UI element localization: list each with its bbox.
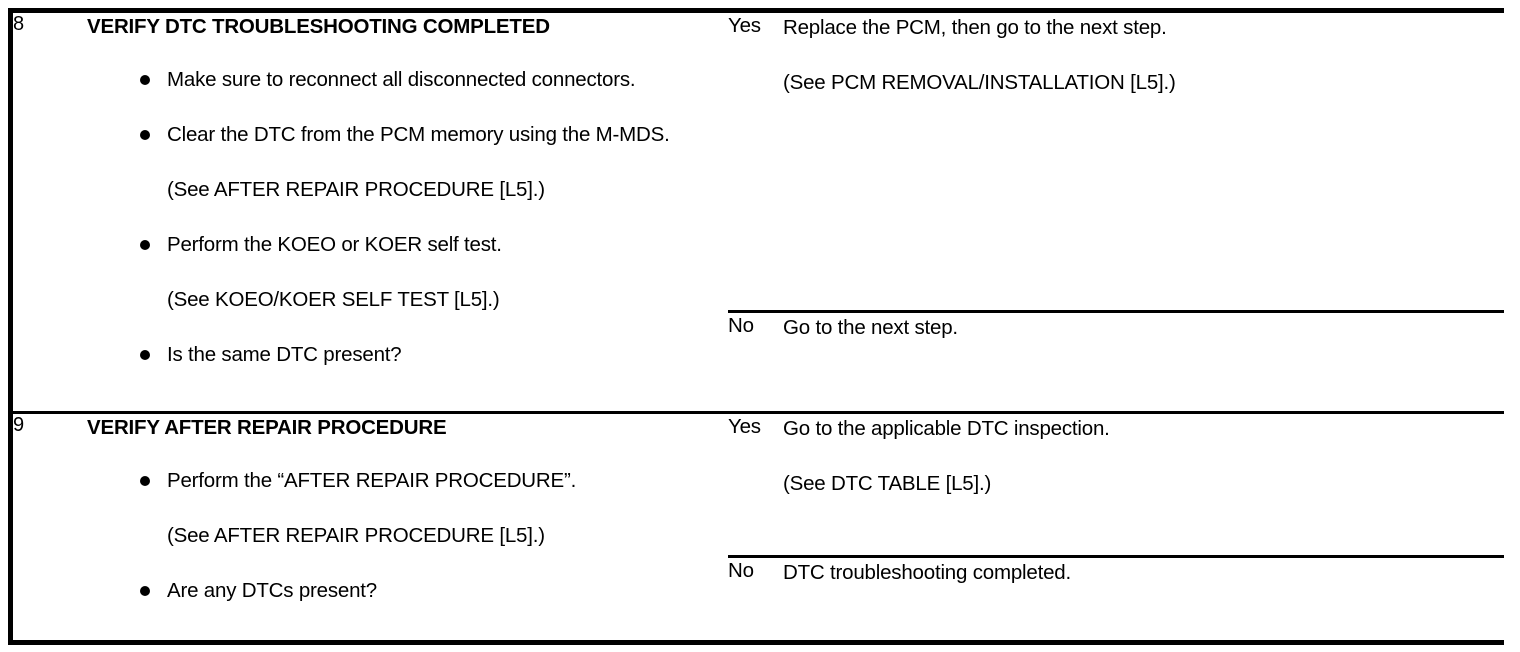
- bullet-dot-icon: [140, 476, 150, 487]
- answer-label-cell-no-9: No: [728, 555, 783, 640]
- action-text: Go to the applicable DTC inspection.: [783, 417, 1110, 441]
- bullet-dot-icon: [140, 130, 150, 140]
- step-number-cell-9: 9: [13, 411, 85, 640]
- list-item: Is the same DTC present?: [85, 340, 728, 369]
- list-item-text: Clear the DTC from the PCM memory using …: [167, 123, 670, 146]
- answer-label-cell-yes-8: Yes: [728, 13, 783, 312]
- step-number: 9: [13, 414, 25, 437]
- bullet-dot-icon: [140, 240, 150, 250]
- step-title: VERIFY AFTER REPAIR PROCEDURE: [87, 416, 447, 440]
- answer-label-no: No: [728, 314, 754, 337]
- action-text: Replace the PCM, then go to the next ste…: [783, 16, 1167, 39]
- step-description-cell-9: VERIFY AFTER REPAIR PROCEDURE Perform th…: [85, 411, 728, 640]
- action-cell-no-9: DTC troubleshooting completed.: [783, 555, 1504, 640]
- list-item-text: Is the same DTC present?: [167, 343, 402, 366]
- reference-note: (See AFTER REPAIR PROCEDURE [L5].): [167, 178, 545, 201]
- step-title: VERIFY DTC TROUBLESHOOTING COMPLETED: [87, 15, 550, 38]
- reference-note: (See KOEO/KOER SELF TEST [L5].): [167, 288, 500, 311]
- list-item-text: Perform the “AFTER REPAIR PROCEDURE”.: [167, 469, 577, 493]
- step-number: 8: [13, 13, 25, 35]
- action-text: Go to the next step.: [783, 316, 958, 339]
- list-item: Perform the KOEO or KOER self test.: [85, 230, 728, 259]
- table-row: No Go to the next step.: [13, 309, 1504, 413]
- step-description-cell-8: VERIFY DTC TROUBLESHOOTING COMPLETED Mak…: [85, 13, 728, 413]
- action-cell-no-8: Go to the next step.: [783, 309, 1504, 413]
- table-row: 8 VERIFY DTC TROUBLESHOOTING COMPLETED M…: [13, 13, 1504, 413]
- step-instruction-list: Make sure to reconnect all disconnected …: [85, 65, 728, 369]
- bullet-dot-icon: [140, 75, 150, 85]
- list-item-text: Make sure to reconnect all disconnected …: [167, 68, 636, 91]
- answer-label-no: No: [728, 559, 754, 583]
- list-item: Make sure to reconnect all disconnected …: [85, 65, 728, 94]
- action-reference: (See PCM REMOVAL/INSTALLATION [L5].): [783, 71, 1176, 94]
- list-item-text: Perform the KOEO or KOER self test.: [167, 233, 502, 256]
- table-row: No DTC troubleshooting completed.: [13, 555, 1504, 640]
- list-item-text: Are any DTCs present?: [167, 579, 377, 603]
- reference-note: (See AFTER REPAIR PROCEDURE [L5].): [167, 524, 545, 548]
- action-text: DTC troubleshooting completed.: [783, 561, 1071, 585]
- bullet-dot-icon: [140, 586, 150, 597]
- action-reference: (See DTC TABLE [L5].): [783, 472, 992, 496]
- step-number-cell-8: 8: [13, 13, 85, 413]
- answer-label-yes: Yes: [728, 14, 761, 37]
- dtc-troubleshooting-table: 8 VERIFY DTC TROUBLESHOOTING COMPLETED M…: [8, 8, 1504, 645]
- table-row: 9 VERIFY AFTER REPAIR PROCEDURE Perform …: [13, 411, 1504, 640]
- troubleshooting-grid: 8 VERIFY DTC TROUBLESHOOTING COMPLETED M…: [13, 13, 1504, 640]
- bullet-dot-icon: [140, 350, 150, 360]
- step-instruction-list: Perform the “AFTER REPAIR PROCEDURE”. (S…: [85, 466, 728, 605]
- answer-label-cell-yes-9: Yes: [728, 411, 783, 557]
- list-item: Perform the “AFTER REPAIR PROCEDURE”.: [85, 466, 728, 495]
- answer-label-cell-no-8: No: [728, 309, 783, 413]
- answer-label-yes: Yes: [728, 415, 761, 439]
- list-item: Are any DTCs present?: [85, 576, 728, 605]
- action-cell-yes-8: Replace the PCM, then go to the next ste…: [783, 13, 1504, 312]
- list-item: Clear the DTC from the PCM memory using …: [85, 120, 728, 149]
- action-cell-yes-9: Go to the applicable DTC inspection. (Se…: [783, 411, 1504, 557]
